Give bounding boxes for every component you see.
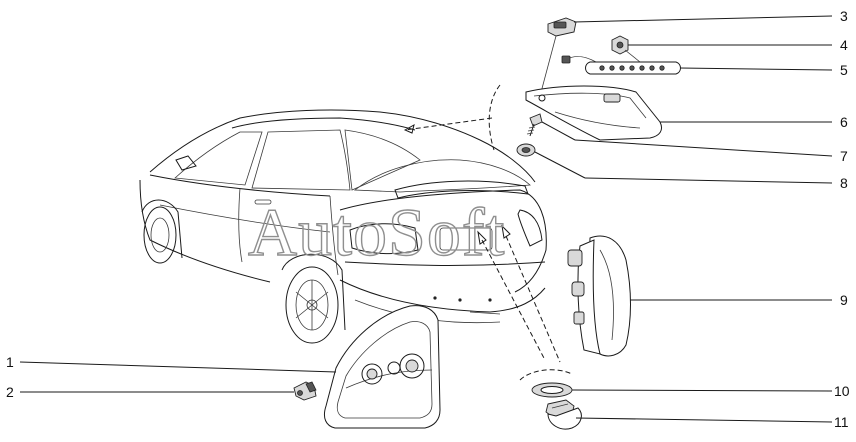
part-8-grommet <box>516 143 536 157</box>
part-5-led-strip <box>561 55 681 75</box>
dashed-guide-lines <box>403 84 573 381</box>
part-7-screw <box>526 113 543 137</box>
callout-2: 2 <box>6 384 14 400</box>
part-9-rear-light-unit <box>567 235 631 357</box>
callout-5: 5 <box>840 62 848 78</box>
watermark-text: AutoSoft <box>248 194 505 270</box>
part-3-mount-clip <box>539 17 577 97</box>
part-4-lamp-socket <box>611 35 641 63</box>
callout-4: 4 <box>840 37 848 53</box>
part-10-gasket <box>531 382 573 398</box>
car-illustration <box>139 109 547 344</box>
part-11-plate-lamp <box>545 399 582 430</box>
part-6-spoiler-housing <box>525 85 663 141</box>
callout-8: 8 <box>840 175 848 191</box>
callout-11: 11 <box>834 414 849 430</box>
callout-numbers: 3 4 5 6 7 8 9 1 2 10 11 <box>6 8 850 430</box>
part-1-tail-light <box>323 305 441 429</box>
callout-9: 9 <box>840 292 848 308</box>
callout-7: 7 <box>840 148 848 164</box>
leader-lines <box>19 15 833 423</box>
callout-6: 6 <box>840 114 848 130</box>
callout-1: 1 <box>6 354 14 370</box>
callout-10: 10 <box>834 383 850 399</box>
part-2-bulb-holder <box>293 381 317 401</box>
callout-3: 3 <box>840 8 848 24</box>
